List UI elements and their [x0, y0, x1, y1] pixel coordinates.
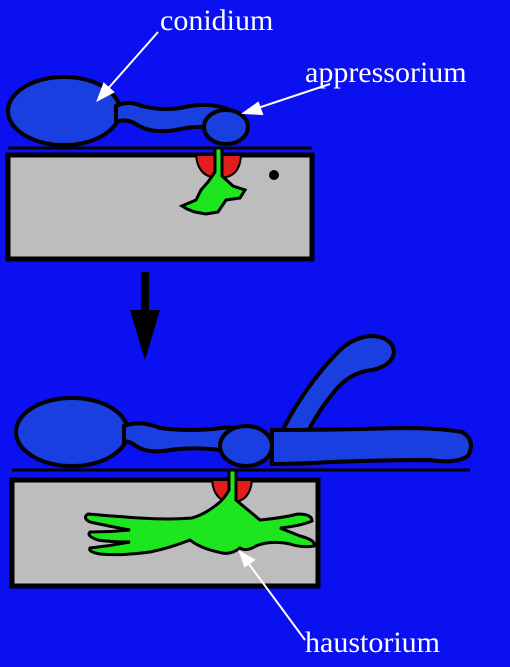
label-conidium: conidium — [160, 6, 273, 36]
label-haustorium: haustorium — [305, 628, 440, 658]
hypha-horizontal — [272, 428, 471, 464]
appressorium — [204, 110, 248, 144]
late-stage-panel — [12, 336, 471, 586]
conidium-late — [16, 398, 128, 466]
conidium-pointer — [105, 32, 158, 92]
label-appressorium: appressorium — [305, 58, 467, 88]
progression-arrow — [130, 272, 160, 360]
appressorium-late — [220, 426, 272, 466]
host-nucleus-dot — [269, 170, 279, 180]
host-cell-top — [8, 155, 312, 259]
